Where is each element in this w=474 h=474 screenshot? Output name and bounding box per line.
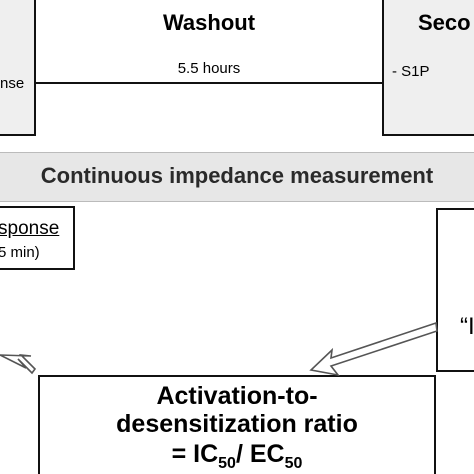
ratio-formula-middle: / EC bbox=[235, 440, 285, 468]
left-arrow bbox=[0, 353, 37, 375]
response-duration: 5 min) bbox=[0, 244, 40, 261]
ratio-formula-prefix: = IC bbox=[171, 440, 219, 468]
first-stage-label: nse bbox=[0, 75, 25, 92]
right-arrow bbox=[309, 321, 438, 377]
continuous-measurement-bar bbox=[0, 152, 474, 202]
first-stage-box bbox=[0, 0, 36, 136]
response-box bbox=[0, 206, 75, 270]
ratio-formula-sub-ec: 50 bbox=[284, 455, 303, 472]
ratio-formula: = IC50/ EC50 bbox=[38, 440, 436, 473]
ratio-box bbox=[38, 375, 436, 474]
ratio-formula-sub-ic: 50 bbox=[218, 455, 236, 472]
second-stage-item: - S1P bbox=[392, 63, 430, 80]
continuous-measurement-label: Continuous impedance measurement bbox=[40, 163, 434, 188]
second-stage-title: Seco bbox=[418, 10, 471, 35]
washout-duration: 5.5 hours bbox=[177, 60, 241, 77]
second-stage-box bbox=[382, 0, 474, 136]
ratio-title-line1: Activation-to- bbox=[156, 382, 318, 410]
ratio-title-line2: desensitization ratio bbox=[116, 410, 358, 438]
right-box bbox=[436, 208, 474, 372]
washout-box bbox=[36, 0, 382, 84]
response-title: sponse bbox=[0, 218, 60, 239]
washout-title: Washout bbox=[162, 10, 256, 35]
right-box-label: “I bbox=[460, 313, 474, 340]
